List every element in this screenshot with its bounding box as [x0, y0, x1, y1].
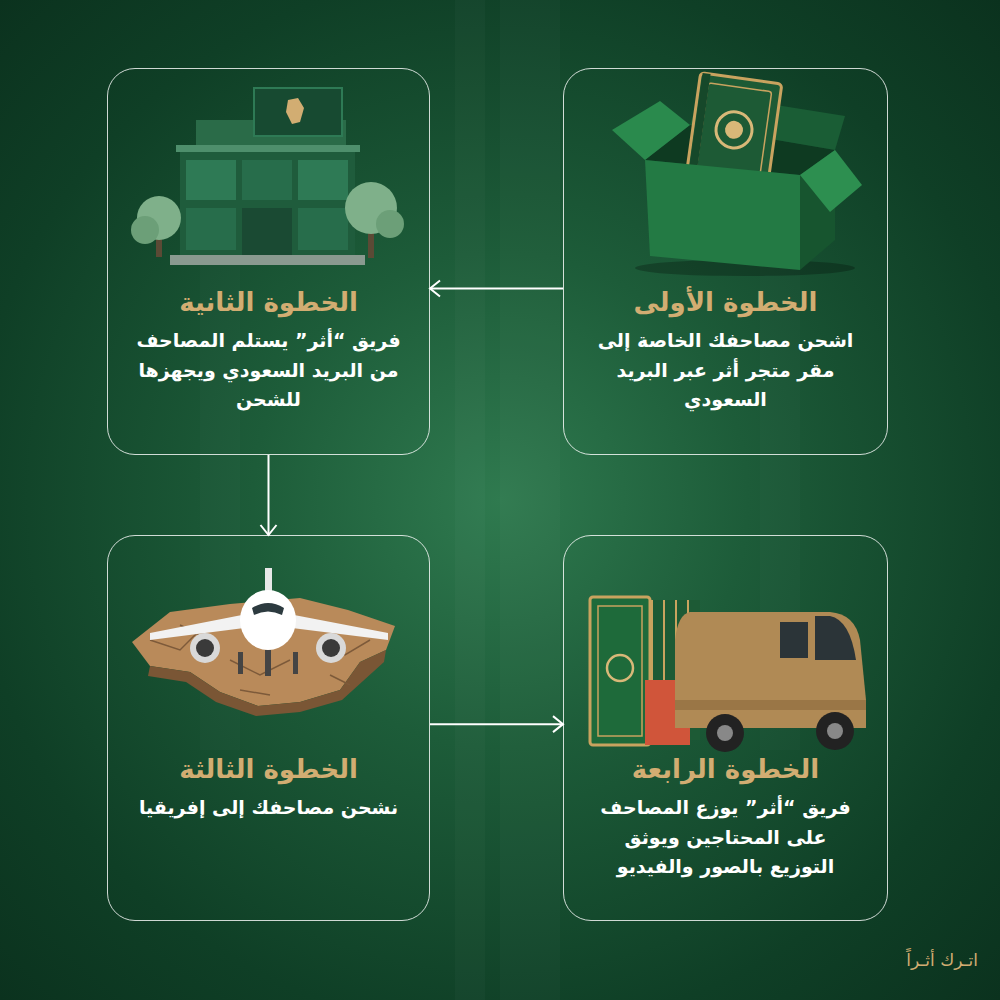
- step-description: اشحن مصاحفك الخاصة إلى مقر متجر أثر عبر …: [591, 326, 861, 414]
- step-text-group: الخطوة الأولى اشحن مصاحفك الخاصة إلى مقر …: [564, 285, 887, 414]
- step-heading: الخطوة الثانية: [124, 285, 414, 320]
- step-box: الخطوة الأولى اشحن مصاحفك الخاصة إلى مقر …: [563, 68, 888, 455]
- brand-slogan: اتـرك أثـراً: [906, 950, 978, 970]
- box-illustration: [612, 73, 862, 276]
- step-box: الخطوة الثالثة نشحن مصاحفك إلى إفريقيا: [107, 535, 430, 921]
- step-heading: الخطوة الأولى: [581, 285, 871, 320]
- step-description: نشحن مصاحفك إلى إفريقيا: [134, 793, 404, 822]
- step-box: الخطوة الثانية فريق “أثر” يستلم المصاحف م…: [107, 68, 430, 455]
- plane-map-illustration: [132, 568, 395, 716]
- flow-arrow: [268, 455, 270, 535]
- flow-arrow: [430, 288, 563, 290]
- books-van-illustration: [590, 597, 866, 752]
- step-box: الخطوة الرابعة فريق “أثر” يوزع المصاحف عل…: [563, 535, 888, 921]
- step-heading: الخطوة الرابعة: [581, 752, 871, 787]
- building-illustration: [131, 88, 404, 265]
- step-description: فريق “أثر” يوزع المصاحف على المحتاجين وي…: [591, 793, 861, 881]
- step-text-group: الخطوة الثانية فريق “أثر” يستلم المصاحف م…: [108, 285, 429, 414]
- step-description: فريق “أثر” يستلم المصاحف من البريد السعو…: [134, 326, 404, 414]
- flow-arrow: [430, 723, 563, 725]
- step-text-group: الخطوة الرابعة فريق “أثر” يوزع المصاحف عل…: [564, 752, 887, 881]
- step-text-group: الخطوة الثالثة نشحن مصاحفك إلى إفريقيا: [108, 752, 429, 823]
- step-heading: الخطوة الثالثة: [124, 752, 414, 787]
